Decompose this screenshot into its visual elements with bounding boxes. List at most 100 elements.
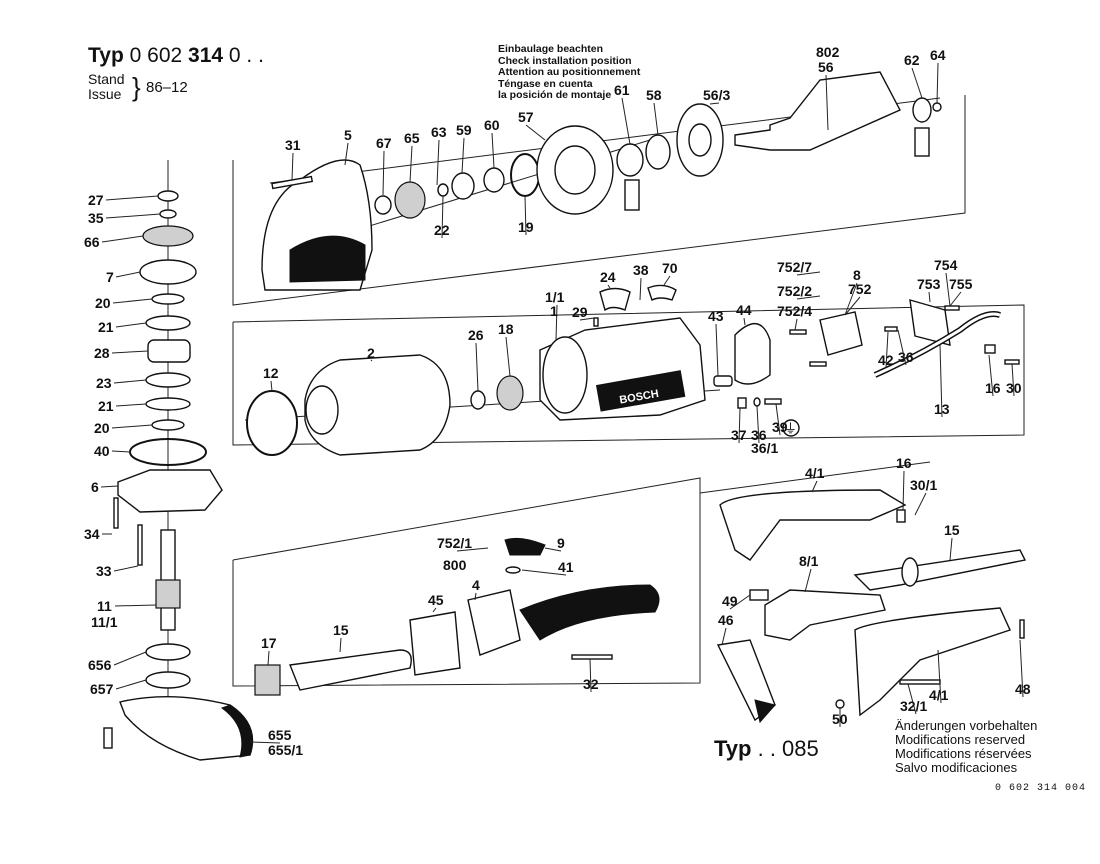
callout-49: 49 bbox=[722, 593, 738, 609]
part-21 bbox=[145, 315, 191, 331]
leader-line-17 bbox=[267, 650, 270, 666]
bearing-indicator-61 bbox=[624, 179, 640, 211]
part-39-screw bbox=[764, 398, 782, 405]
aux-handle-parts bbox=[254, 537, 660, 696]
callout-28: 28 bbox=[94, 345, 110, 361]
mod-line-es: Salvo modificaciones bbox=[895, 760, 1018, 775]
part-655-guard bbox=[119, 695, 254, 761]
leader-line-63 bbox=[436, 139, 440, 186]
leader-line-15 bbox=[339, 637, 342, 653]
part-31-screw bbox=[271, 175, 314, 190]
part-4-handle-body bbox=[467, 589, 521, 656]
switch-parts bbox=[789, 299, 1020, 378]
callout-33: 33 bbox=[96, 563, 112, 579]
callout-755: 755 bbox=[949, 276, 973, 292]
type-number-heading: Typ 0 602 314 0 . . bbox=[88, 44, 264, 68]
leader-line-42 bbox=[885, 331, 889, 369]
callout-57: 57 bbox=[518, 109, 534, 125]
callout-67: 67 bbox=[376, 135, 392, 151]
leader-line-30 bbox=[1011, 363, 1015, 397]
leader-line-21 bbox=[115, 322, 147, 328]
ground-icon: ⏚ bbox=[784, 421, 797, 436]
part-18 bbox=[496, 375, 524, 411]
stand-label: Stand bbox=[88, 71, 125, 87]
part-4-1-upper-handle bbox=[719, 489, 907, 561]
leader-line-29 bbox=[579, 317, 595, 321]
leader-line-752 bbox=[844, 296, 861, 316]
part-2-front bbox=[305, 385, 339, 435]
bearing-indicator-62 bbox=[914, 127, 930, 157]
leader-line-11 bbox=[114, 604, 157, 607]
callout-752: 752 bbox=[848, 281, 872, 297]
callout-31: 31 bbox=[285, 137, 301, 153]
leader-line-48 bbox=[1019, 639, 1024, 698]
leader-line-61 bbox=[621, 97, 631, 145]
leader-line-24 bbox=[607, 284, 611, 289]
leader-line-655 bbox=[249, 741, 281, 744]
frame-gear-head bbox=[232, 95, 966, 306]
part-26 bbox=[470, 390, 486, 410]
leader-line-657 bbox=[115, 679, 147, 690]
part-67 bbox=[374, 195, 392, 215]
part-656-flange bbox=[145, 643, 191, 661]
typ-number-b: 314 bbox=[188, 44, 224, 67]
leader-line-64 bbox=[936, 62, 939, 104]
callout-62: 62 bbox=[904, 52, 920, 68]
leader-line-60 bbox=[491, 132, 495, 169]
part-21b bbox=[145, 397, 191, 411]
callout-752-7: 752/7 bbox=[777, 259, 812, 275]
callout-41: 41 bbox=[558, 559, 574, 575]
leader-line-58 bbox=[653, 102, 659, 136]
leader-line-30-1 bbox=[914, 492, 927, 516]
part-62-bearing bbox=[912, 97, 932, 123]
leader-line-32-1 bbox=[907, 683, 917, 715]
part-48-screw bbox=[1019, 619, 1025, 639]
leader-line-22 bbox=[441, 195, 444, 239]
leader-line-752-7 bbox=[796, 271, 821, 276]
part-43 bbox=[713, 375, 733, 387]
part-61-bearing bbox=[616, 143, 644, 177]
callout-11-1: 11/1 bbox=[91, 614, 118, 630]
part-64 bbox=[932, 102, 942, 112]
part-33-screw bbox=[137, 524, 143, 566]
note-line-en: Check installation position bbox=[498, 54, 632, 67]
part-655-guard-shade bbox=[220, 704, 253, 758]
callout-752-1: 752/1 bbox=[437, 535, 472, 551]
part-20 bbox=[151, 293, 185, 305]
part-20b bbox=[151, 419, 185, 431]
leader-line-31 bbox=[291, 152, 294, 181]
callout-36: 36 bbox=[898, 349, 914, 365]
brace-icon: } bbox=[132, 72, 141, 102]
leader-line-20 bbox=[112, 298, 153, 304]
part-22 bbox=[437, 183, 449, 197]
callout-1: 1 bbox=[550, 303, 558, 319]
callout-11: 11 bbox=[97, 598, 112, 614]
typ-number-a: 0 602 bbox=[129, 44, 183, 67]
callout-43: 43 bbox=[708, 308, 724, 324]
modifications-notice: Änderungen vorbehalten Modifications res… bbox=[895, 719, 1037, 775]
part-37 bbox=[737, 397, 747, 409]
part-49 bbox=[749, 589, 769, 601]
callout-42: 42 bbox=[878, 352, 894, 368]
leader-line-16 bbox=[902, 470, 905, 511]
callout-657: 657 bbox=[90, 681, 114, 697]
leader-line-32 bbox=[589, 658, 592, 693]
leader-line-752-1 bbox=[456, 547, 489, 552]
callout-23: 23 bbox=[96, 375, 112, 391]
leader-line-28 bbox=[111, 350, 149, 354]
bosch-badge bbox=[595, 370, 686, 412]
note-line-fr: Attention au positionnement bbox=[498, 66, 641, 78]
leader-line-752-2 bbox=[796, 295, 821, 300]
frame-motor bbox=[232, 304, 1025, 446]
issue-label: Issue bbox=[88, 86, 122, 102]
part-30-screw bbox=[1004, 359, 1020, 365]
issue-block: Stand Issue } 86–12 bbox=[88, 71, 188, 102]
leader-line-59 bbox=[461, 137, 465, 174]
document-number: 0 602 314 004 bbox=[995, 783, 1087, 794]
callout-656: 656 bbox=[88, 657, 112, 673]
callout-45: 45 bbox=[428, 592, 444, 608]
leader-line-33 bbox=[113, 565, 139, 572]
leader-line-46 bbox=[721, 627, 727, 646]
callout-21: 21 bbox=[98, 319, 114, 335]
part-24 bbox=[599, 287, 631, 312]
